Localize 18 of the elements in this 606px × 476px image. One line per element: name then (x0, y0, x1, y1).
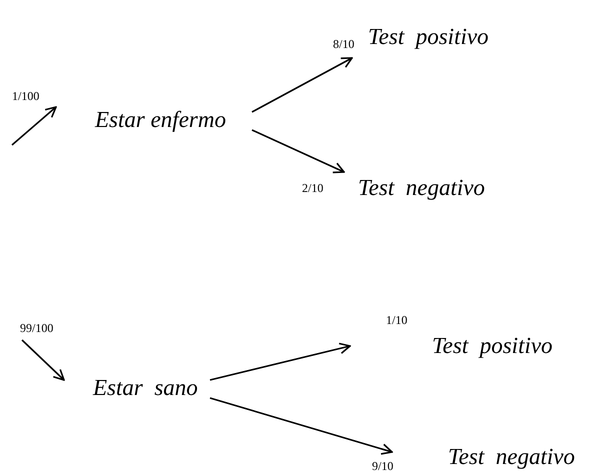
outcome-label: Test positivo (367, 23, 490, 51)
probability-label: 9/10 (372, 460, 394, 472)
outcome-label: Test negativo (447, 443, 576, 471)
arrow (252, 129, 345, 174)
arrow (21, 339, 65, 381)
outcome-label: Estar sano (92, 374, 199, 402)
outcome-label: Test negativo (357, 174, 486, 202)
probability-label: 1/100 (12, 90, 40, 102)
arrow (11, 106, 57, 146)
outcome-label: Estar enfermo (94, 106, 227, 134)
probability-label: 8/10 (333, 38, 354, 50)
probability-label: 1/10 (386, 314, 408, 326)
arrow (252, 57, 353, 113)
arrow (210, 342, 351, 381)
outcome-label: Test positivo (431, 332, 554, 360)
probability-label: 2/10 (302, 182, 324, 194)
arrow (210, 397, 393, 455)
probability-label: 99/100 (20, 322, 54, 334)
